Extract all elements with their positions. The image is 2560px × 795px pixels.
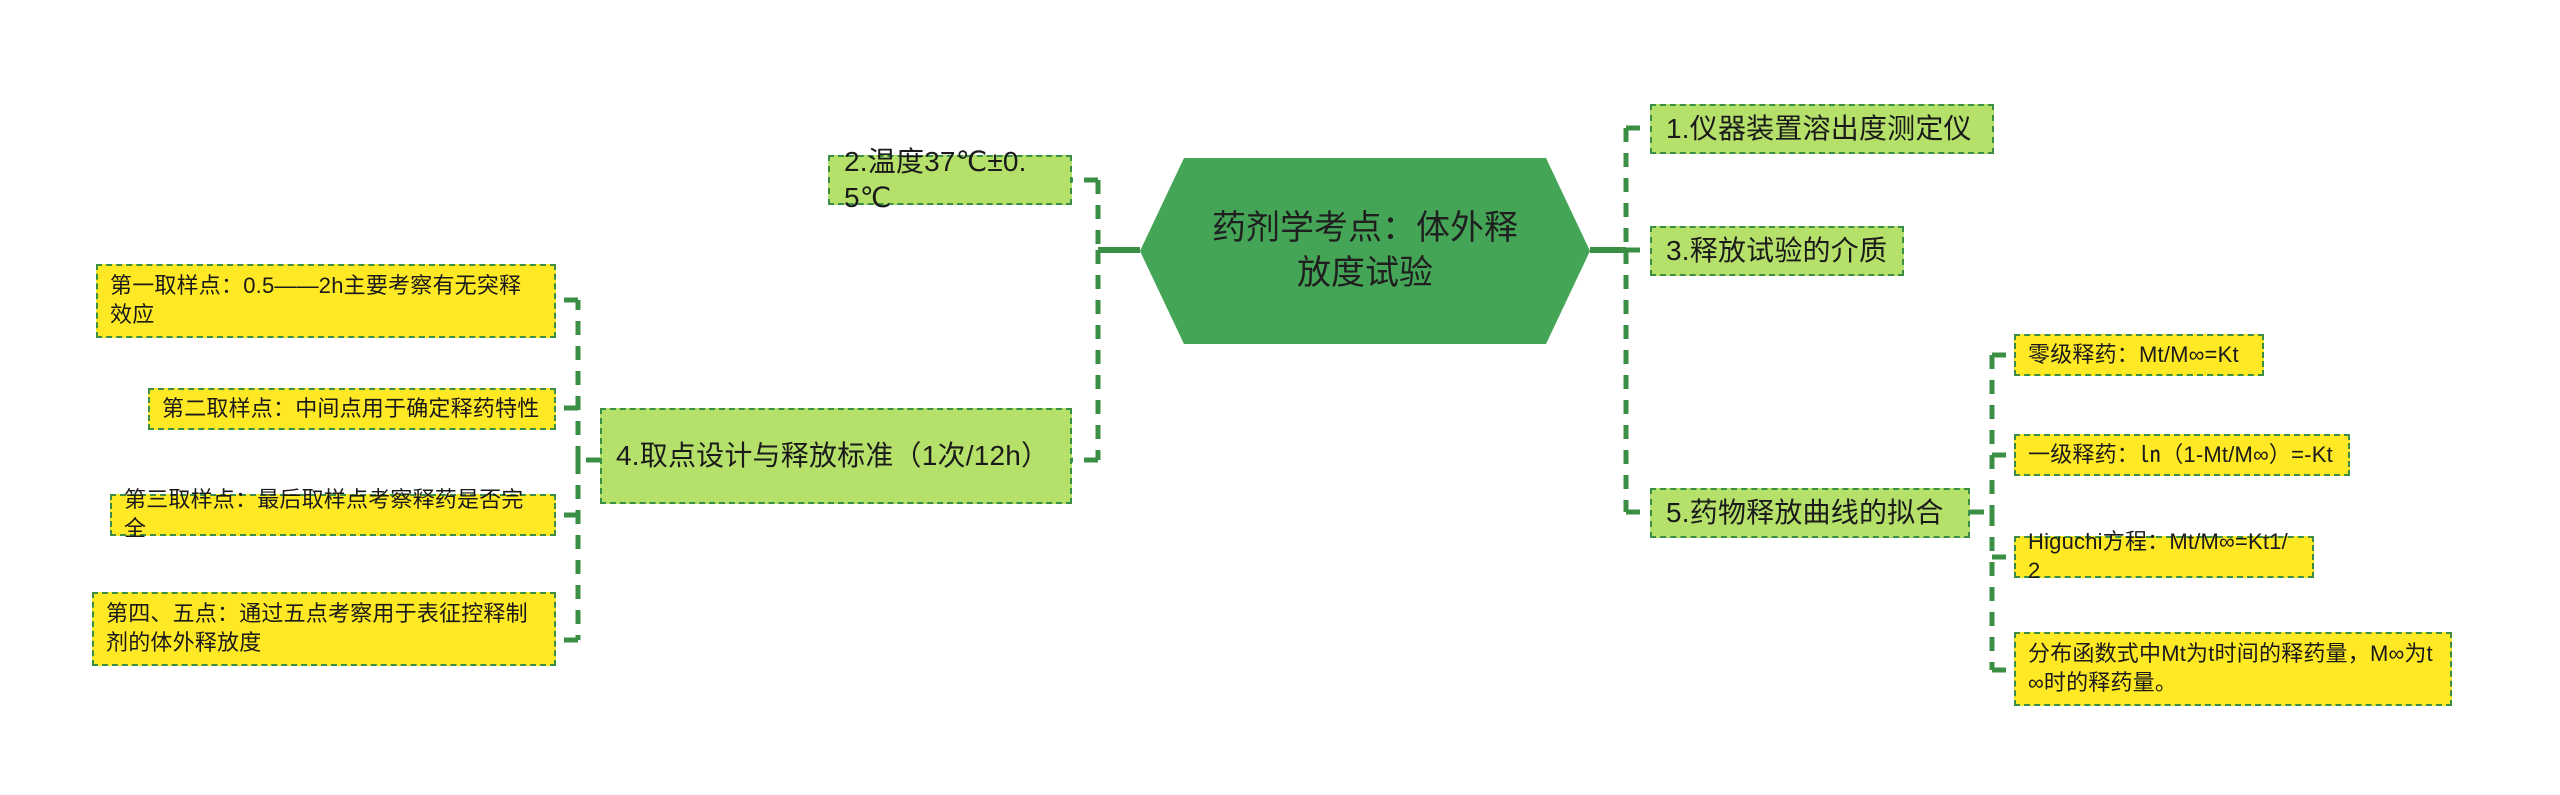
root-hexagon-shape: [1140, 158, 1590, 344]
node-4-1-label: 第一取样点：0.5——2h主要考察有无突释效应: [110, 273, 522, 327]
node-5-1-label: 零级释药：Mt/M∞=Kt: [2028, 341, 2239, 367]
root-node[interactable]: 药剂学考点：体外释放度试验: [1140, 158, 1590, 344]
node-5[interactable]: 5.药物释放曲线的拟合: [1650, 488, 1970, 538]
root-label: 药剂学考点：体外释放度试验: [1212, 209, 1518, 292]
node-4-2[interactable]: 第二取样点：中间点用于确定释药特性: [148, 388, 556, 430]
node-2-label: 2.温度37℃±0.5℃: [844, 145, 1027, 213]
node-4-2-label: 第二取样点：中间点用于确定释药特性: [162, 395, 540, 421]
node-1-label: 1.仪器装置溶出度测定仪: [1666, 112, 1972, 144]
node-5-1[interactable]: 零级释药：Mt/M∞=Kt: [2014, 334, 2264, 376]
node-3-label: 3.释放试验的介质: [1666, 234, 1888, 266]
node-5-label: 5.药物释放曲线的拟合: [1666, 496, 1944, 528]
node-5-2-label: 一级释药：㏑（1-Mt/M∞）=-Kt: [2028, 441, 2333, 467]
node-4-4-label: 第四、五点：通过五点考察用于表征控释制剂的体外释放度: [106, 601, 528, 655]
node-4-1[interactable]: 第一取样点：0.5——2h主要考察有无突释效应: [96, 264, 556, 338]
node-5-3[interactable]: Higuchi方程：Mt/M∞=Kt1/2: [2014, 529, 2314, 583]
node-4-4[interactable]: 第四、五点：通过五点考察用于表征控释制剂的体外释放度: [92, 592, 556, 666]
node-3[interactable]: 3.释放试验的介质: [1650, 226, 1904, 276]
node-2[interactable]: 2.温度37℃±0.5℃: [828, 146, 1072, 213]
node-5-3-label: Higuchi方程：Mt/M∞=Kt1/2: [2028, 529, 2288, 583]
node-4-3-label: 第三取样点：最后取样点考察释药是否完全: [124, 487, 524, 541]
node-4-3[interactable]: 第三取样点：最后取样点考察释药是否完全: [110, 487, 556, 541]
node-4-label: 4.取点设计与释放标准（1次/12h）: [616, 439, 1050, 471]
node-5-2[interactable]: 一级释药：㏑（1-Mt/M∞）=-Kt: [2014, 434, 2350, 476]
node-5-4-label: 分布函数式中Mt为t时间的释药量，M∞为t∞时的释药量。: [2028, 641, 2433, 695]
node-1[interactable]: 1.仪器装置溶出度测定仪: [1650, 104, 1994, 154]
node-4[interactable]: 4.取点设计与释放标准（1次/12h）: [600, 408, 1072, 504]
node-5-4[interactable]: 分布函数式中Mt为t时间的释药量，M∞为t∞时的释药量。: [2014, 632, 2452, 706]
